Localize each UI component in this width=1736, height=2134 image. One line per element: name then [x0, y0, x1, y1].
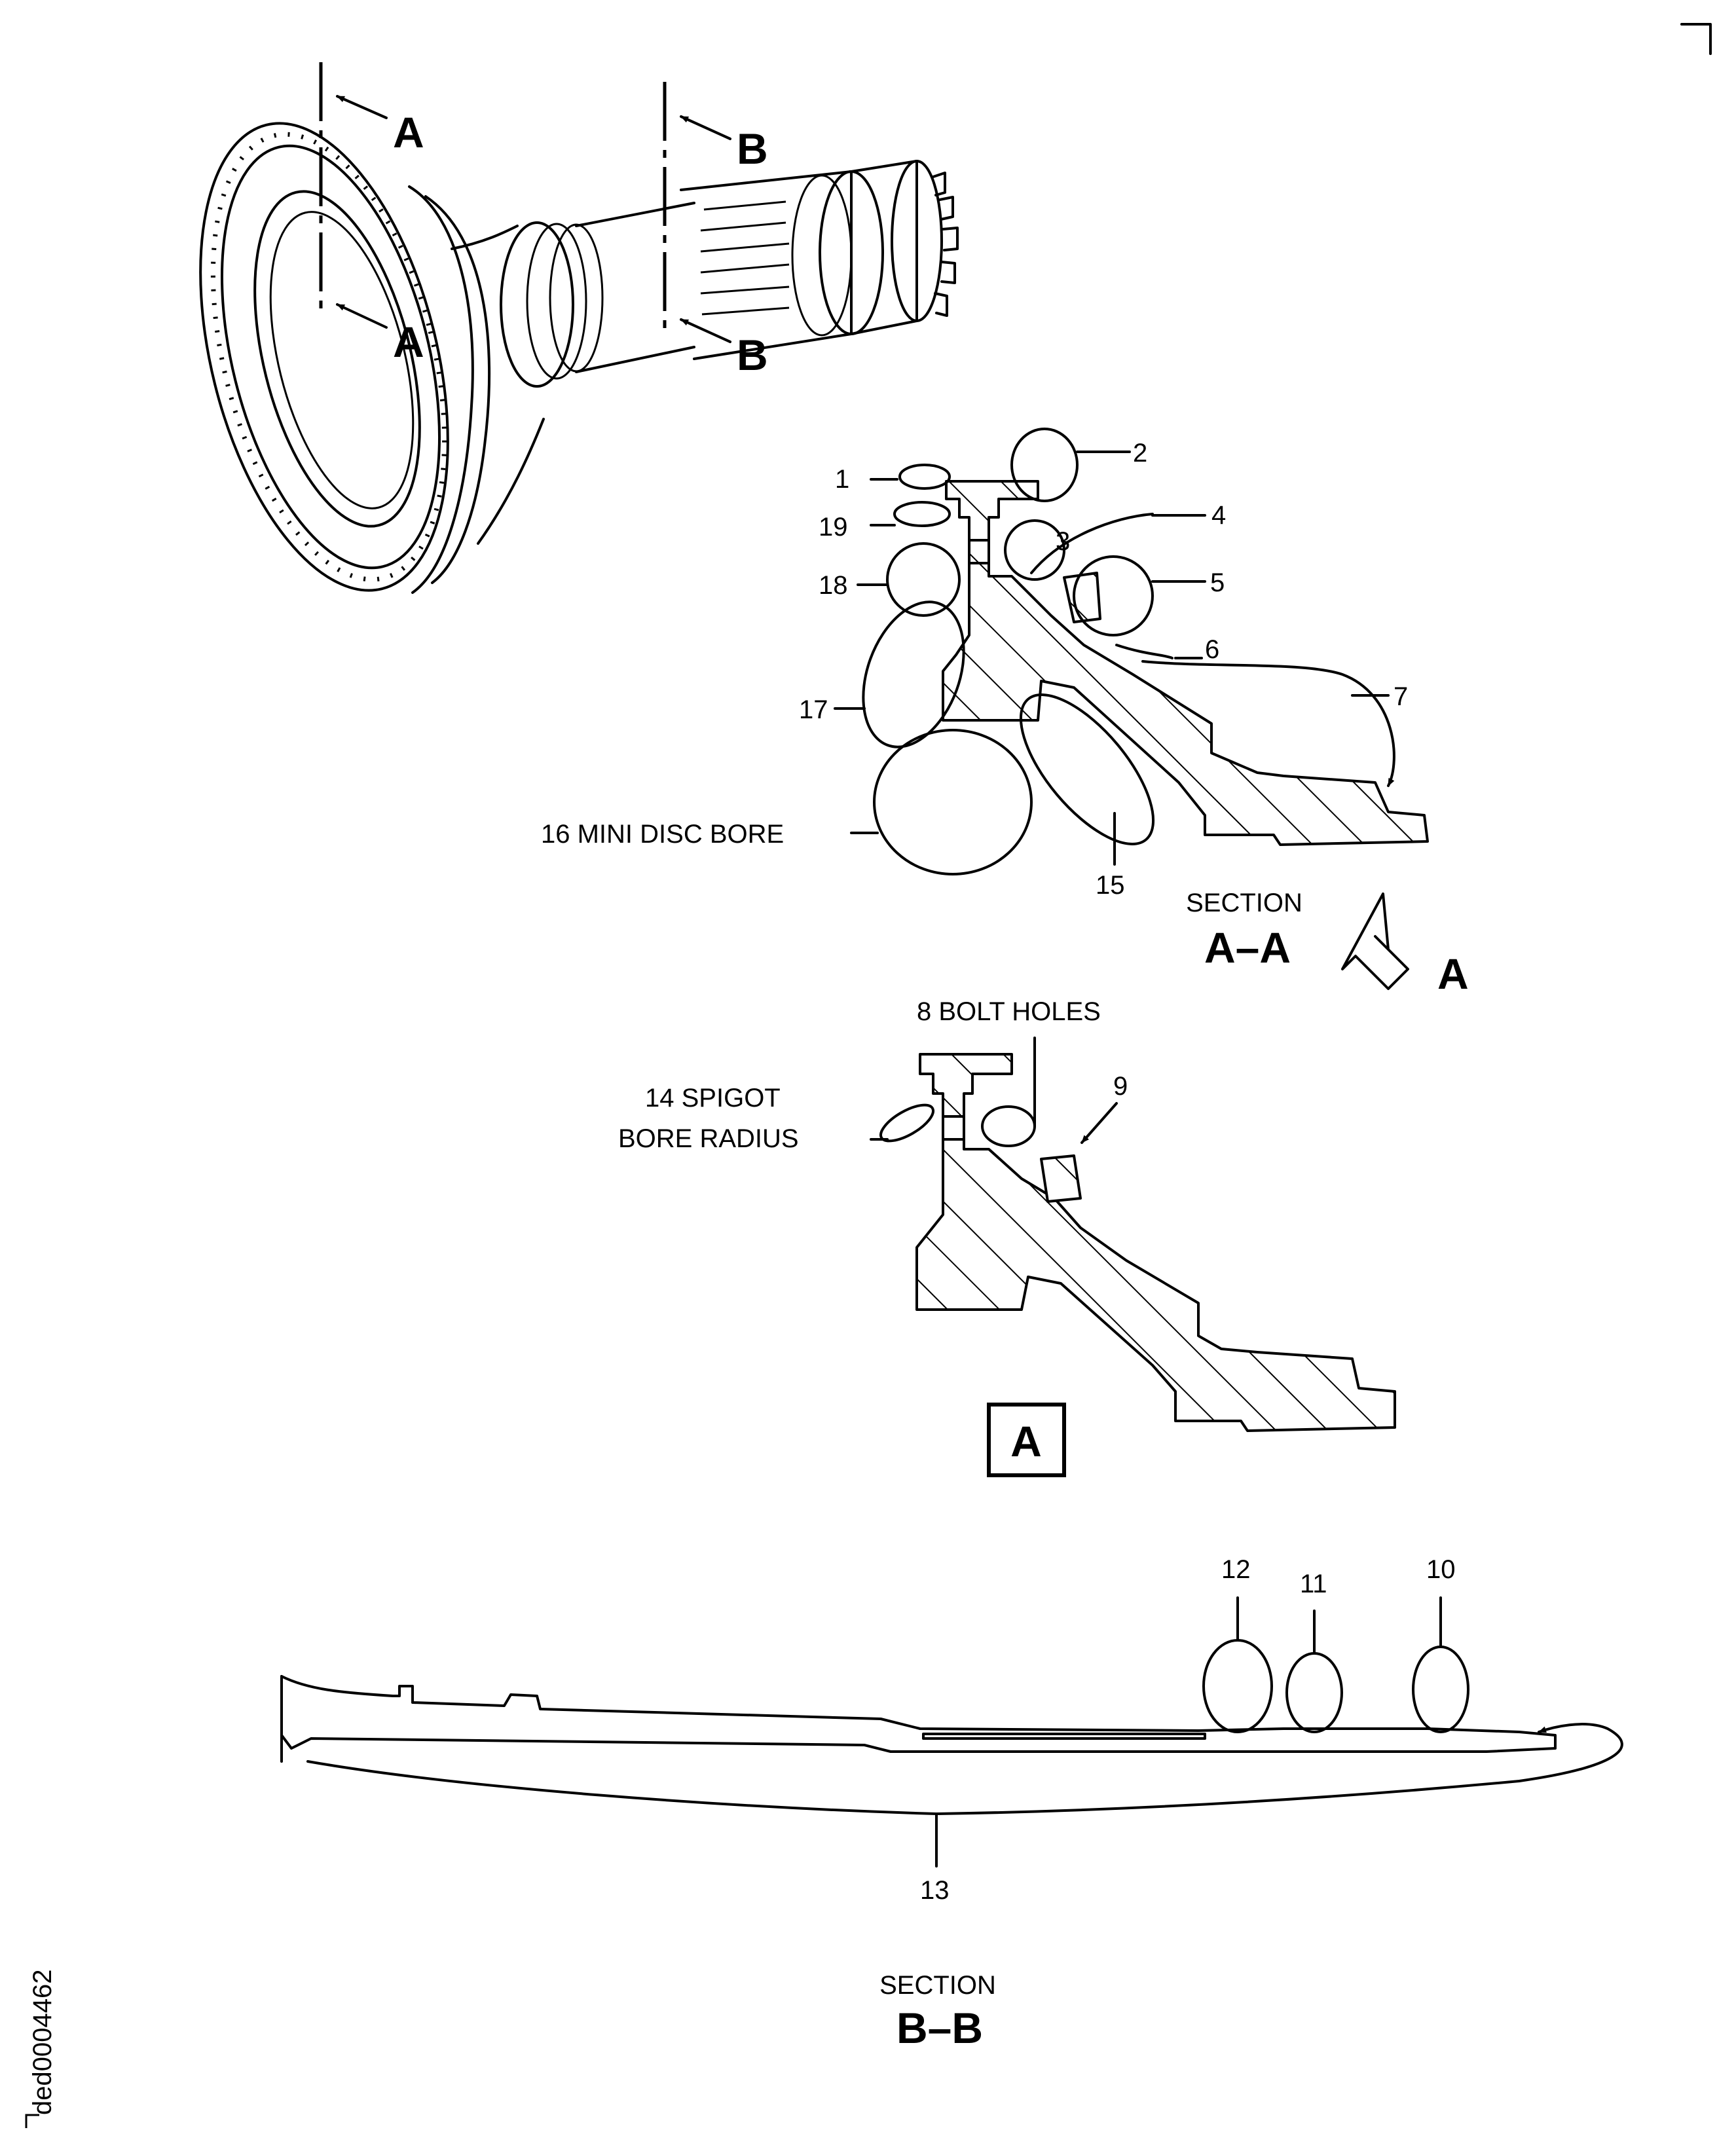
callout-9: 9: [1113, 1072, 1128, 1101]
loop-4: [1030, 513, 1154, 574]
section-a-bottom-arrow: [336, 303, 388, 329]
loop-16: [873, 729, 1033, 875]
shaft-ring-2: [791, 174, 853, 337]
loop-18: [886, 542, 961, 617]
callout-16: 16 MINI DISC BORE: [541, 820, 784, 849]
callout-1: 1: [835, 465, 849, 494]
callout-14-line2: BORE RADIUS: [618, 1124, 799, 1153]
cone-bottom: [477, 418, 545, 545]
loop-8: [981, 1105, 1036, 1147]
flange-bore: [269, 211, 415, 509]
section-aa-title: A–A: [1204, 923, 1291, 972]
loop-11: [1285, 1652, 1343, 1733]
flange-inner-ring: [253, 190, 421, 528]
callout-4: 4: [1211, 501, 1226, 530]
callout-10: 10: [1426, 1555, 1456, 1584]
loop-2: [1010, 428, 1079, 502]
loop-10: [1412, 1646, 1469, 1733]
flange-back-rim: [408, 185, 474, 594]
shaft-top-edge: [575, 202, 695, 227]
section-a-top-arrow: [336, 95, 388, 119]
shaft-collar-3: [549, 223, 604, 373]
flange-back-rim-2: [424, 195, 491, 584]
loop-13: [306, 1723, 1623, 1815]
spline-lines: [700, 200, 790, 316]
callout-7: 7: [1394, 682, 1408, 711]
view-a-arrow: [1341, 892, 1409, 990]
shaft-isometric-view: [199, 122, 959, 594]
leader-9: [1080, 1102, 1118, 1144]
shaft-end-face: [891, 160, 943, 322]
corner-mark: [1680, 23, 1712, 55]
detail-a-profile: [915, 1053, 1396, 1432]
callout-3: 3: [1056, 527, 1070, 556]
callout-11: 11: [1300, 1570, 1327, 1598]
flange-outer-ring: [199, 122, 449, 592]
loop-7: [1141, 660, 1395, 787]
loop-14: [879, 1103, 934, 1143]
callout-15: 15: [1096, 871, 1125, 900]
callout-6: 6: [1205, 635, 1219, 664]
shaft-collar-2: [526, 223, 587, 380]
section-a-top-letter: A: [393, 108, 424, 156]
section-b-top-arrow: [680, 115, 731, 140]
loop-19: [893, 501, 951, 527]
detail-a-box: [987, 1403, 1066, 1477]
cone-top: [451, 225, 519, 250]
callout-12: 12: [1221, 1555, 1251, 1584]
drawing-id: ded0004462: [28, 1970, 57, 2115]
section-b-bottom-letter: B: [737, 331, 768, 379]
callout-13: 13: [920, 1876, 950, 1905]
callout-18: 18: [819, 571, 848, 600]
bolt-hole-ring: [210, 132, 447, 582]
section-bb-title: B–B: [896, 2004, 983, 2052]
section-a-bottom-letter: A: [393, 318, 424, 366]
loop-17: [862, 600, 965, 748]
section-bb-word: SECTION: [879, 1971, 996, 2000]
detail-a-box-letter: A: [1010, 1417, 1042, 1465]
section-bb: 13 12 11 10 SECTION B–B: [280, 1555, 1623, 2052]
flange-middle-ring: [220, 144, 441, 570]
callout-2: 2: [1133, 439, 1147, 468]
shaft-end: [850, 160, 918, 335]
loop-1: [898, 464, 951, 490]
section-b-bottom-arrow: [680, 318, 731, 343]
loop-3: [1004, 519, 1065, 581]
loop-5: [1073, 555, 1154, 636]
shaft-bottom-edge: [575, 346, 695, 373]
section-bb-recess: [922, 1733, 1206, 1740]
callout-14-line1: 14 SPIGOT: [645, 1084, 781, 1113]
section-bb-profile: [280, 1675, 1557, 1753]
crenellations: [932, 172, 959, 317]
callout-8: 8 BOLT HOLES: [917, 997, 1101, 1026]
view-a-letter: A: [1437, 949, 1469, 998]
id-bracket: [25, 2114, 39, 2128]
callout-19: 19: [819, 513, 848, 542]
detail-a-lip: [1040, 1154, 1082, 1203]
callout-5: 5: [1210, 568, 1225, 597]
shaft-collar: [500, 221, 574, 388]
loop-15: [1019, 693, 1155, 845]
detail-a: 8 BOLT HOLES 9 14 SPIGOT BORE RADIUS A: [618, 997, 1396, 1477]
loop-6: [1115, 644, 1173, 659]
loop-12: [1202, 1639, 1273, 1733]
section-b-top-letter: B: [737, 124, 768, 173]
section-aa-profile: [942, 480, 1429, 846]
section-aa-word: SECTION: [1186, 889, 1302, 917]
section-aa: 1 2 3 4 5 6 7 15 16 MINI DISC BORE 17 18…: [541, 428, 1469, 998]
callout-17: 17: [799, 695, 828, 724]
section-aa-lip: [1063, 572, 1101, 623]
